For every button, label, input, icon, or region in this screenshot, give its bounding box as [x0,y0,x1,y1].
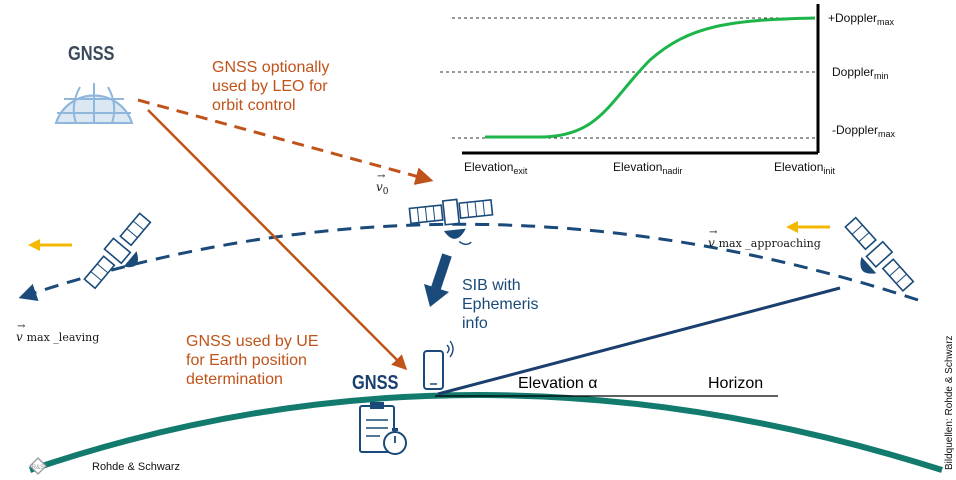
elevation-alpha-label: Elevation α [518,375,598,392]
sib-annotation: SIB with Ephemeris info [462,276,538,333]
phone-icon [423,340,454,390]
yellow-arrow-left [28,239,72,251]
rohde-schwarz-label: Rohde & Schwarz [92,461,181,473]
velocity-approaching-base: v [708,236,715,250]
y-label-doppler-min: Dopplermin [832,65,889,81]
x-label-base: Elevation [774,160,824,174]
sib-line-2: Ephemeris [462,296,539,313]
y-label-sub: min [874,71,889,81]
ue-position-annotation: GNSS used by UE for Earth position deter… [186,332,319,389]
earth-surface [29,392,943,473]
svg-text:R&S: R&S [32,465,44,471]
velocity-approaching-label: → v max _approaching [708,227,821,250]
velocity-approaching-sub: max _approaching [718,237,821,250]
leo-orbit-annotation: GNSS optionally used by LEO for orbit co… [212,58,329,115]
horizon-label: Horizon [708,375,764,392]
doppler-chart [440,4,820,155]
x-label-sub: nadir [662,166,683,176]
velocity-v0-sub: 0 [382,187,389,197]
satellite-orbit-path [18,222,919,302]
doppler-curve [485,16,816,139]
y-label-base: Doppler [832,65,875,79]
ue-position-line-3: determination [186,371,283,388]
gnss-to-ue-arrow [147,109,408,371]
sib-line-1: SIB with [462,277,521,294]
sib-line-3: info [462,315,488,332]
yellow-arrow-right [786,221,830,233]
x-label-elevation-exit: Elevationexit [464,160,527,176]
x-label-sub: exit [513,166,528,176]
leo-orbit-line-3: orbit control [212,97,296,114]
satellite-right-icon [844,216,915,293]
gnss-to-leo-arrow [137,98,434,185]
velocity-v0-base: v [376,180,383,194]
elevation-line [437,286,841,396]
velocity-leaving-label: → v max _leaving [16,321,100,344]
y-label-sub: max [877,17,895,27]
leo-orbit-line-1: GNSS optionally [212,59,330,76]
x-label-elevation-nadir: Elevationnadir [613,160,682,176]
image-source-credit: Bildquellen: Rohde & Schwarz [944,335,955,470]
rohde-schwarz-logo: R&S [29,457,47,475]
x-label-base: Elevation [464,160,514,174]
leo-orbit-line-2: used by LEO for [212,78,328,95]
x-label-elevation-init: Elevationinit [774,160,835,176]
clipboard-stopwatch-icon [359,402,407,455]
x-label-base: Elevation [613,160,663,174]
ue-position-line-1: GNSS used by UE [186,333,319,350]
x-label-sub: init [823,166,835,176]
velocity-leaving-base: v [16,330,23,344]
y-label-base: +Doppler [828,11,878,25]
y-label-minus-doppler-max: -Dopplermax [832,123,895,139]
ue-position-line-2: for Earth position [186,352,307,369]
gnss-logo-bottom: GNSS [352,372,399,394]
gnss-logo-top: GNSS [68,43,115,65]
satellite-center-icon [408,198,494,245]
velocity-leaving-sub: max _leaving [26,331,100,344]
velocity-v0-label: → v0 [376,171,389,197]
globe-icon [54,83,134,124]
satellite-left-icon [83,212,152,290]
y-label-plus-doppler-max: +Dopplermax [828,11,894,27]
y-label-base: -Doppler [832,123,879,137]
y-label-sub: max [878,129,896,139]
sib-arrow [424,253,452,307]
